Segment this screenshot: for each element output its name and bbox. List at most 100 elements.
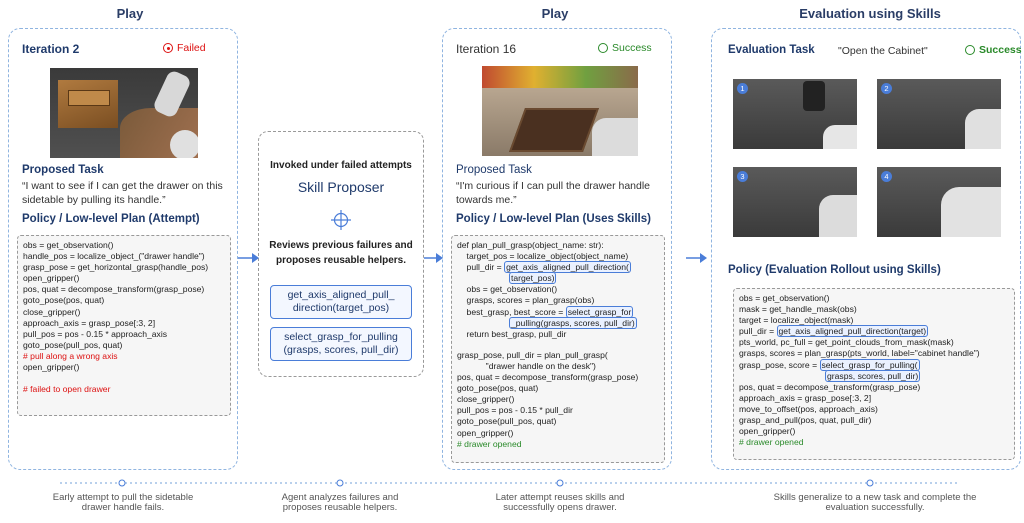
code-line: "drawer handle on the desk") [457, 360, 596, 371]
code-line: mask = get_handle_mask(obs) [739, 304, 857, 315]
code-line: goto_pose(pos, quat) [23, 295, 105, 306]
evaluation-plan-label: Policy (Evaluation Rollout using Skills) [728, 264, 941, 276]
code-line: target_pos) [457, 272, 659, 285]
code-line: grasp_pose, pull_dir = plan_pull_grasp( [457, 349, 608, 360]
iteration-2-status: Failed [163, 42, 206, 54]
highlight-continuation: grasps, scores, pull_dir) [825, 369, 921, 382]
iteration-16-proposed-task-text: “I'm curious if I can pull the drawer ha… [456, 180, 651, 206]
evaluation-frame-3: 3 [733, 167, 857, 237]
code-fragment: pull_dir = [739, 326, 777, 337]
code-line: handle_pos = localize_object_("drawer ha… [23, 251, 205, 262]
iteration-16-status: Success [598, 42, 652, 54]
code-line: grasp_pose = get_horizontal_grasp(handle… [23, 262, 209, 273]
code-fragment: pull_dir = [457, 262, 505, 273]
code-line: approach_axis = grasp_pose[:3, 2] [23, 317, 156, 328]
iteration-16-status-label: Success [612, 42, 652, 54]
code-line: pts_world, pc_full = get_point_clouds_fr… [739, 337, 954, 348]
highlight-continuation: _pulling(grasps, scores, pull_dir) [509, 316, 637, 329]
code-comment-wrong-axis: # pull along a wrong axis [23, 350, 118, 361]
frame-badge: 3 [737, 171, 748, 182]
iteration-2-plan-label: Policy / Low-level Plan (Attempt) [22, 213, 200, 225]
iteration-2-code-block: obs = get_observation() handle_pos = loc… [17, 235, 231, 416]
frame-badge: 2 [881, 83, 892, 94]
helper-select-grasp-for-pulling: select_grasp_for_pulling (grasps, scores… [270, 327, 412, 361]
code-line: pos, quat = decompose_transform(grasp_po… [23, 284, 205, 295]
caption-3: Later attempt reuses skills and successf… [495, 492, 625, 513]
code-comment-failed: # failed to open drawer [23, 384, 111, 395]
arrow-to-proposer [238, 253, 259, 263]
caption-1: Early attempt to pull the sidetable draw… [52, 492, 194, 513]
code-line: grasps, scores, pull_dir) [739, 369, 1009, 382]
code-line: pos, quat = decompose_transform(grasp_po… [739, 381, 921, 392]
code-line: _pulling(grasps, scores, pull_dir) [457, 316, 659, 329]
code-line: grasps, scores = plan_grasp(pts_world, l… [739, 348, 980, 359]
frame-badge: 1 [737, 83, 748, 94]
header-play-1: Play [116, 6, 144, 21]
evaluation-code-block: obs = get_observation() mask = get_handl… [733, 288, 1015, 460]
code-fragment: best_grasp, best_score = [457, 306, 566, 317]
evaluation-frame-2: 2 [877, 79, 1001, 149]
highlight-continuation: target_pos) [509, 272, 557, 285]
code-fragment: grasp_pose, score = [739, 359, 820, 370]
crosshair-icon [331, 210, 351, 230]
success-icon [598, 43, 608, 53]
iteration-16-plan-label: Policy / Low-level Plan (Uses Skills) [456, 213, 651, 225]
highlight-select-grasp-for-pulling: select_grasp_for [565, 305, 634, 318]
code-line: pull_pos = pos - 0.15 * approach_axis [23, 328, 168, 339]
evaluation-frame-1: 1 [733, 79, 857, 149]
iteration-16-scene-image [482, 66, 638, 156]
evaluation-task-label: Evaluation Task [728, 44, 815, 56]
evaluation-frame-4: 4 [877, 167, 1001, 237]
code-line: open_gripper() [23, 273, 80, 284]
code-line: pos, quat = decompose_transform(grasp_po… [457, 372, 639, 383]
frame-badge: 4 [881, 171, 892, 182]
header-evaluation: Evaluation using Skills [799, 6, 941, 21]
iteration-16-title: Iteration 16 [456, 42, 517, 56]
iteration-2-proposed-task-text: “I want to see if I can get the drawer o… [22, 180, 223, 206]
evaluation-status: Success [965, 44, 1022, 56]
helper-get-axis-aligned-pull-direction: get_axis_aligned_pull_ direction(target_… [270, 285, 412, 319]
evaluation-status-label: Success [979, 44, 1022, 56]
evaluation-task-text: "Open the Cabinet" [838, 45, 928, 57]
code-line: open_gripper() [457, 427, 514, 438]
caption-2: Agent analyzes failures and proposes reu… [281, 492, 399, 513]
evaluation-panel [711, 28, 1021, 470]
code-line: target_pos = localize_object(object_name… [457, 251, 629, 262]
code-line: best_grasp, best_score = select_grasp_fo… [457, 305, 659, 318]
success-icon [965, 45, 975, 55]
highlight-select-grasp-for-pulling: select_grasp_for_pulling( [819, 358, 920, 371]
iteration-16-panel [442, 28, 672, 470]
code-line: close_gripper() [457, 394, 515, 405]
code-line: pull_pos = pos - 0.15 * pull_dir [457, 405, 573, 416]
iteration-2-title: Iteration 2 [22, 42, 80, 56]
iteration-2-status-label: Failed [177, 42, 206, 54]
arrow-to-evaluation [686, 253, 707, 263]
highlight-get-axis-aligned-pull-direction: get_axis_aligned_pull_direction(target) [776, 325, 929, 338]
code-line: target = localize_object(mask) [739, 315, 854, 326]
code-line: goto_pose(pull_pos, quat) [457, 416, 557, 427]
code-line: obs = get_observation() [739, 293, 830, 303]
code-line: def plan_pull_grasp(object_name: str): [457, 240, 604, 250]
code-line: obs = get_observation() [457, 284, 558, 295]
code-line: return best_grasp, pull_dir [457, 328, 567, 339]
code-line: open_gripper() [23, 362, 80, 373]
code-line: approach_axis = grasp_pose[:3, 2] [739, 392, 872, 403]
arrow-to-iteration-16 [424, 253, 443, 263]
iteration-2-proposed-task-label: Proposed Task [22, 164, 104, 176]
code-line: move_to_offset(pos, approach_axis) [739, 403, 878, 414]
iteration-16-proposed-task-label: Proposed Task [456, 164, 532, 176]
timeline [60, 479, 960, 487]
proposer-invoked-label: Invoked under failed attempts [270, 160, 412, 171]
header-play-2: Play [541, 6, 569, 21]
code-line: pull_dir = get_axis_aligned_pull_directi… [457, 261, 659, 274]
code-line: goto_pose(pos, quat) [457, 383, 539, 394]
caption-4: Skills generalize to a new task and comp… [773, 492, 977, 513]
skill-proposer-panel [258, 131, 424, 377]
proposer-description: Reviews previous failures and proposes r… [269, 240, 413, 266]
failed-icon [163, 43, 173, 53]
code-line: obs = get_observation() [23, 240, 114, 250]
iteration-2-panel [8, 28, 238, 470]
highlight-get-axis-aligned-pull-direction: get_axis_aligned_pull_direction( [504, 261, 631, 274]
code-comment-opened: # drawer opened [457, 438, 522, 449]
code-line: open_gripper() [739, 426, 796, 437]
